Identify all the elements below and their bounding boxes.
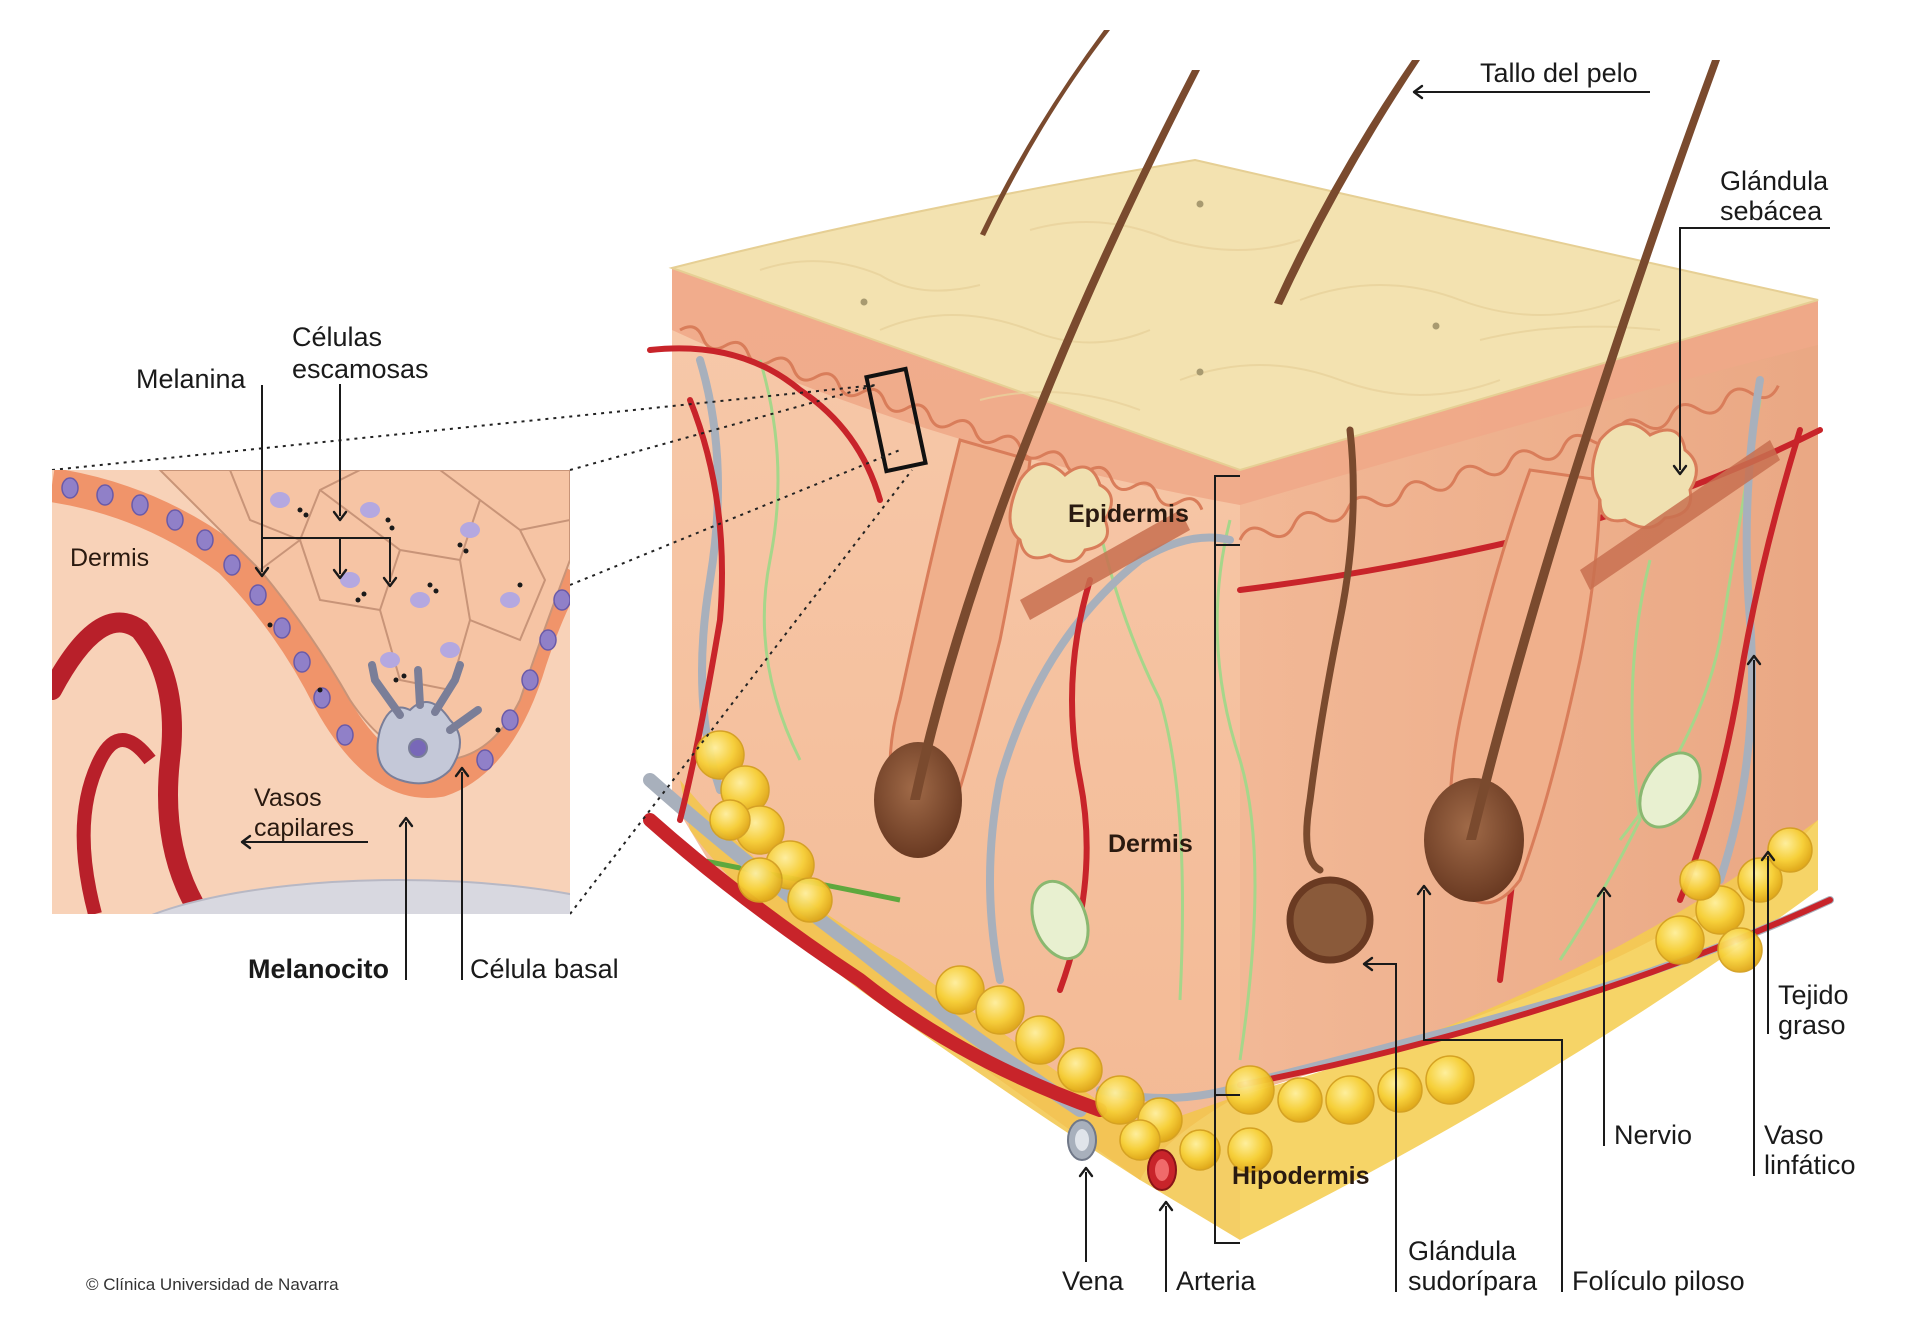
inset-marker-square (864, 366, 928, 474)
sweat-gland (1286, 426, 1374, 964)
hair-shafts (910, 30, 1720, 840)
vessel-ends (1067, 1119, 1177, 1191)
layer-bracket (1214, 475, 1240, 1244)
copyright-text: © Clínica Universidad de Navarra (86, 1275, 339, 1294)
epidermis-right-edge (1240, 300, 1818, 505)
label-melanocyte: Melanocito (248, 954, 389, 984)
label-sweat-gland-1: Glándula (1408, 1236, 1517, 1266)
label-vein: Vena (1062, 1266, 1125, 1296)
papillae-right (1238, 384, 1780, 541)
label-fat-tissue-1: Tejido (1778, 980, 1849, 1010)
label-melanin: Melanina (136, 364, 247, 394)
label-hypodermis: Hipodermis (1232, 1162, 1370, 1190)
label-squamous-cells-1: Células (292, 322, 382, 352)
epidermis-left-edge (672, 268, 1240, 505)
pacinian-corpuscles (1030, 751, 1702, 961)
label-sebaceous-gland-2: sebácea (1720, 196, 1823, 226)
fat-globules (695, 730, 1813, 1173)
skin-surface (668, 158, 1819, 472)
skin-block: Epidermis Dermis Hipodermis (643, 30, 1834, 1244)
papillae-left (679, 325, 1204, 511)
label-capillaries-2: capilares (254, 814, 354, 842)
label-artery: Arteria (1176, 1266, 1257, 1296)
label-sebaceous-gland-1: Glándula (1720, 166, 1829, 196)
melanocyte-cell (368, 661, 482, 785)
label-fat-tissue-2: graso (1778, 1010, 1846, 1040)
label-nerve: Nervio (1614, 1120, 1692, 1150)
zoom-lines (51, 384, 913, 915)
label-lymph-vessel-1: Vaso (1764, 1120, 1824, 1150)
main-annotations: Tallo del pelo Glándula sebácea Tejido g… (1062, 58, 1856, 1296)
label-squamous-cells-2: escamosas (292, 354, 429, 384)
label-dermis: Dermis (1108, 830, 1193, 858)
label-basal-cell: Célula basal (470, 954, 619, 984)
label-epidermis: Epidermis (1068, 500, 1189, 528)
label-capillaries-1: Vasos (254, 784, 322, 812)
arrector-muscles (1020, 440, 1780, 620)
inset-annotations: Melanina Células escamosas Dermis Vasos … (70, 322, 619, 984)
sebaceous-glands (1008, 422, 1698, 563)
label-inset-dermis: Dermis (70, 544, 149, 572)
label-lymph-vessel-2: linfático (1764, 1150, 1856, 1180)
label-hair-follicle: Folículo piloso (1572, 1266, 1745, 1296)
label-sweat-gland-2: sudorípara (1408, 1266, 1538, 1296)
label-hair-shaft: Tallo del pelo (1480, 58, 1638, 88)
capillary-vessel (52, 612, 210, 914)
